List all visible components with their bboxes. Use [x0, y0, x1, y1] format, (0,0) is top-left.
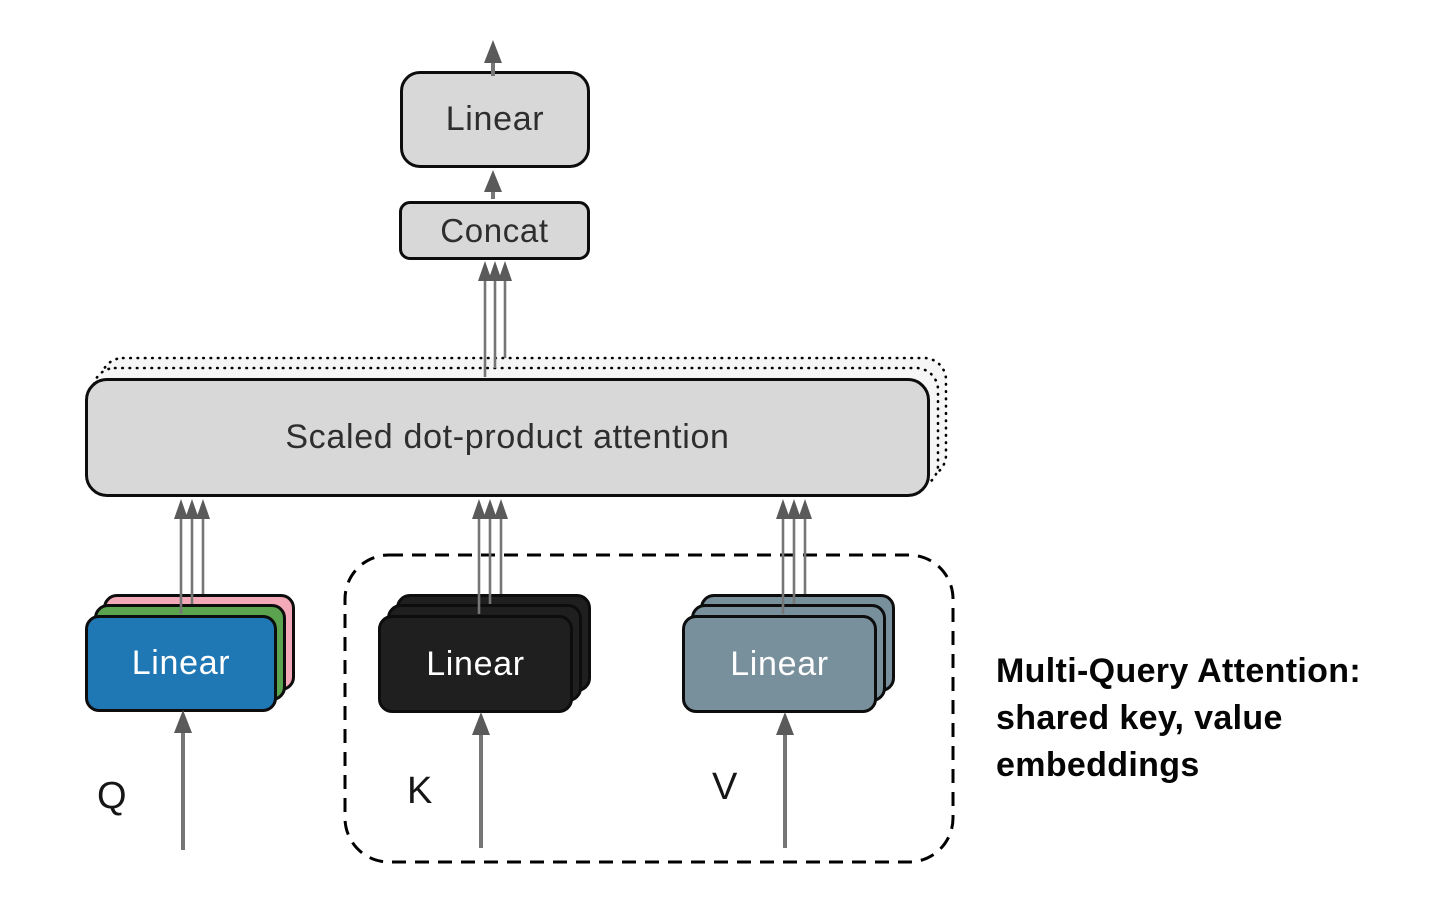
key-input-label: K — [407, 770, 434, 812]
query-input-label: Q — [97, 775, 128, 817]
kv-shared-group-outline — [343, 553, 955, 864]
key-linear-label: Linear — [426, 644, 525, 683]
value-linear-box: Linear — [682, 615, 877, 713]
caption-text: Multi-Query Attention: shared key, value… — [996, 652, 1362, 784]
concat-label: Concat — [440, 211, 549, 249]
scaled-dot-product-attention-box: Scaled dot-product attention — [85, 378, 930, 497]
query-linear-box: Linear — [85, 615, 277, 712]
concat-box: Concat — [399, 201, 590, 260]
output-linear-label: Linear — [445, 100, 545, 138]
output-linear-box: Linear — [400, 71, 590, 168]
query-linear-label: Linear — [131, 644, 231, 682]
attention-label: Scaled dot-product attention — [285, 418, 730, 456]
value-linear-label: Linear — [730, 644, 829, 683]
key-linear-box: Linear — [378, 615, 573, 713]
value-input-label: V — [712, 766, 739, 808]
